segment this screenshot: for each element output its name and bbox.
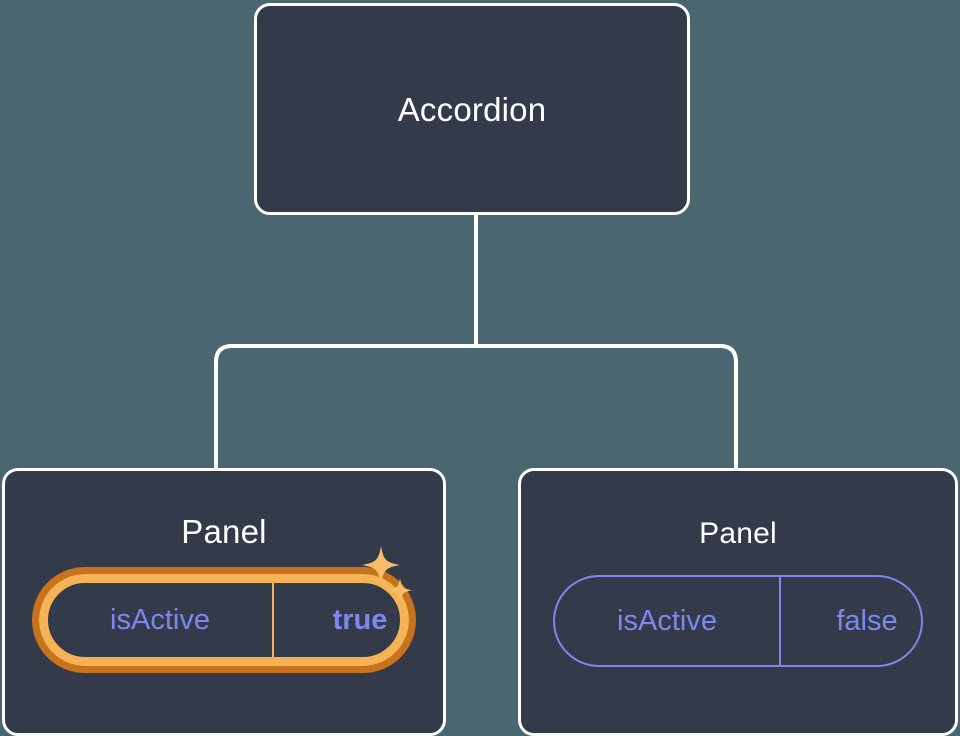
node-panel-active[interactable]: Panel isActive true <box>2 468 446 736</box>
node-title: Panel <box>699 517 777 550</box>
node-title: Accordion <box>397 90 547 128</box>
prop-pill[interactable]: isActive false <box>553 575 923 667</box>
prop-pill-highlighted[interactable]: isActive true <box>39 574 409 666</box>
prop-value: false <box>779 577 953 665</box>
prop-value: true <box>272 583 446 657</box>
prop-pill-wrapper: isActive false <box>521 575 955 667</box>
prop-key: isActive <box>617 604 717 637</box>
node-accordion[interactable]: Accordion <box>254 3 690 215</box>
node-title: Panel <box>181 513 267 550</box>
node-panel-inactive[interactable]: Panel isActive false <box>518 468 958 736</box>
prop-pill-wrapper: isActive true <box>5 546 443 666</box>
prop-key: isActive <box>110 603 210 636</box>
connector-branch-bar <box>214 344 738 468</box>
